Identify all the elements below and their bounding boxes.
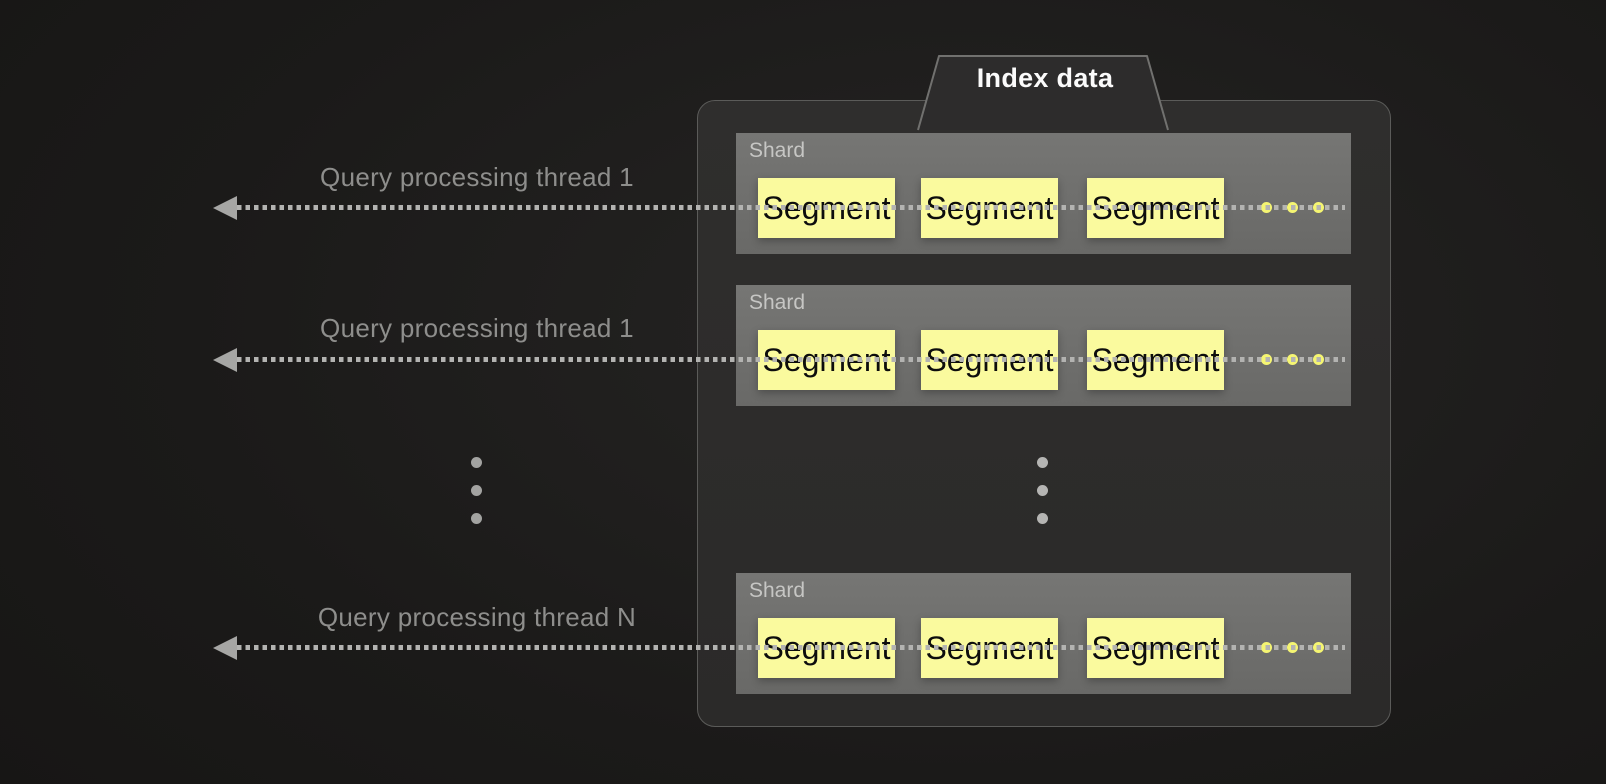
query-thread-label-1: Query processing thread 1: [320, 162, 634, 192]
vertical-ellipsis-dots-icon: [471, 457, 482, 541]
left-arrow-icon: [213, 196, 237, 220]
ellipsis-dot: [1037, 485, 1048, 496]
left-arrow-icon: [213, 636, 237, 660]
ellipsis-dot: [1037, 513, 1048, 524]
vertical-ellipsis-dots-icon: [1037, 457, 1048, 541]
query-dotted-line-2: [237, 357, 1345, 362]
query-thread-label-3: Query processing thread N: [317, 602, 637, 632]
shard-label: Shard: [749, 579, 806, 602]
shard-row-3: Shard Segment Segment Segment: [736, 573, 1351, 694]
shard-label: Shard: [749, 291, 806, 314]
shard-row-2: Shard Segment Segment Segment: [736, 285, 1351, 406]
ellipsis-dot: [471, 457, 482, 468]
query-dotted-line-1: [237, 205, 1345, 210]
query-dotted-line-3: [237, 645, 1345, 650]
query-thread-label-2: Query processing thread 1: [320, 313, 634, 343]
ellipsis-dot: [1037, 457, 1048, 468]
index-data-tab: [917, 55, 1169, 131]
shard-label: Shard: [749, 139, 806, 162]
ellipsis-dot: [471, 485, 482, 496]
index-data-tab-label: Index data: [976, 63, 1114, 93]
left-arrow-icon: [213, 348, 237, 372]
shard-row-1: Shard Segment Segment Segment: [736, 133, 1351, 254]
ellipsis-dot: [471, 513, 482, 524]
